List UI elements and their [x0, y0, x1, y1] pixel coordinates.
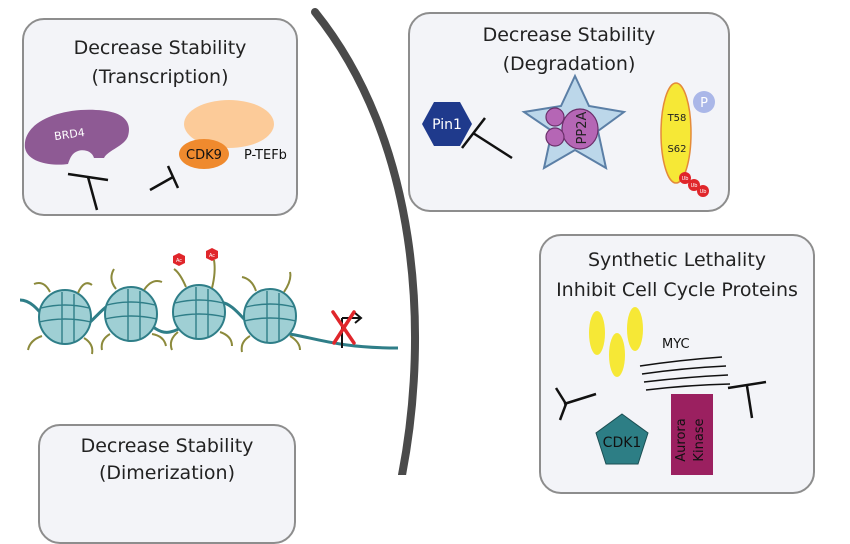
ub-label-2: Ub	[691, 183, 698, 189]
aurora-kinase-shape	[671, 394, 713, 475]
myc-gene-lines	[639, 356, 731, 391]
pp2a-body	[561, 108, 599, 150]
ptefb-shape	[184, 100, 274, 148]
acetyl-mark-2	[206, 248, 218, 261]
inhibitor-pin1	[461, 117, 513, 160]
panel-transcription-title-line2: (Transcription)	[91, 66, 229, 88]
ub-label-1: Ub	[682, 176, 689, 182]
acetyl-mark-1	[173, 253, 185, 266]
t58-label: T58	[667, 113, 687, 124]
inhibitor-aurora	[727, 380, 767, 419]
ub-circle-1	[679, 172, 691, 184]
panel-synthetic-lethality: Synthetic Lethality Inhibit Cell Cycle P…	[539, 234, 815, 494]
aurora-label-line2: Kinase	[692, 418, 707, 461]
nucleosome-1	[27, 282, 94, 355]
pin1-shape	[422, 102, 472, 146]
cdk1-shape	[595, 413, 649, 465]
pp2a-subunit-b	[545, 127, 565, 147]
panel-degradation-title-line2: (Degradation)	[502, 53, 636, 75]
inhibitor-cdk9	[149, 165, 180, 192]
panel-synthetic-title-line2: Inhibit Cell Cycle Proteins	[556, 279, 798, 301]
myc-protein	[660, 82, 692, 184]
brd4-label: BRD4	[53, 126, 85, 143]
ptefb-label: P-TEFb	[244, 148, 287, 163]
cdk1-label: CDK1	[603, 435, 642, 451]
ub-circle-3	[697, 185, 709, 197]
acetyl-label-1: Ac	[176, 258, 182, 264]
inhibitor-brd4	[67, 172, 109, 211]
myc-label: MYC	[662, 337, 690, 352]
aurora-label-line1: Aurora	[674, 418, 689, 461]
phospho-circle	[693, 91, 715, 113]
nucleosome-4	[240, 271, 301, 353]
panel-transcription-title-line1: Decrease Stability	[73, 37, 247, 59]
phospho-label: P	[700, 96, 708, 111]
inhibitor-cdk1	[554, 387, 597, 421]
myc-yellow-2	[627, 307, 643, 351]
s62-label: S62	[667, 144, 686, 155]
panel-synthetic-title-line1: Synthetic Lethality	[587, 249, 767, 271]
diagram-art: BRD4 CDK9 P-TEFb Pin1 PP2A P T58 S62 Ub …	[19, 8, 767, 475]
ub-circle-2	[688, 179, 700, 191]
acetyl-label-2: Ac	[209, 253, 215, 259]
panel-dimerization-title-line1: Decrease Stability	[80, 435, 254, 457]
ub-label-3: Ub	[700, 189, 707, 195]
cdk9-shape	[179, 139, 229, 169]
pin1-label: Pin1	[432, 117, 462, 133]
block-x-icon	[331, 310, 356, 345]
myc-yellow-1	[589, 311, 605, 355]
nucleosome-3	[169, 259, 233, 351]
pp2a-label: PP2A	[575, 111, 590, 144]
divider-arc	[311, 8, 420, 475]
pp2a-subunit-a	[545, 107, 565, 127]
panel-degradation-title-line1: Decrease Stability	[482, 24, 656, 46]
myc-yellow-3	[609, 333, 625, 377]
cdk9-label: CDK9	[186, 148, 222, 163]
brd4-shape	[24, 109, 129, 165]
nucleosome-2	[100, 268, 167, 351]
